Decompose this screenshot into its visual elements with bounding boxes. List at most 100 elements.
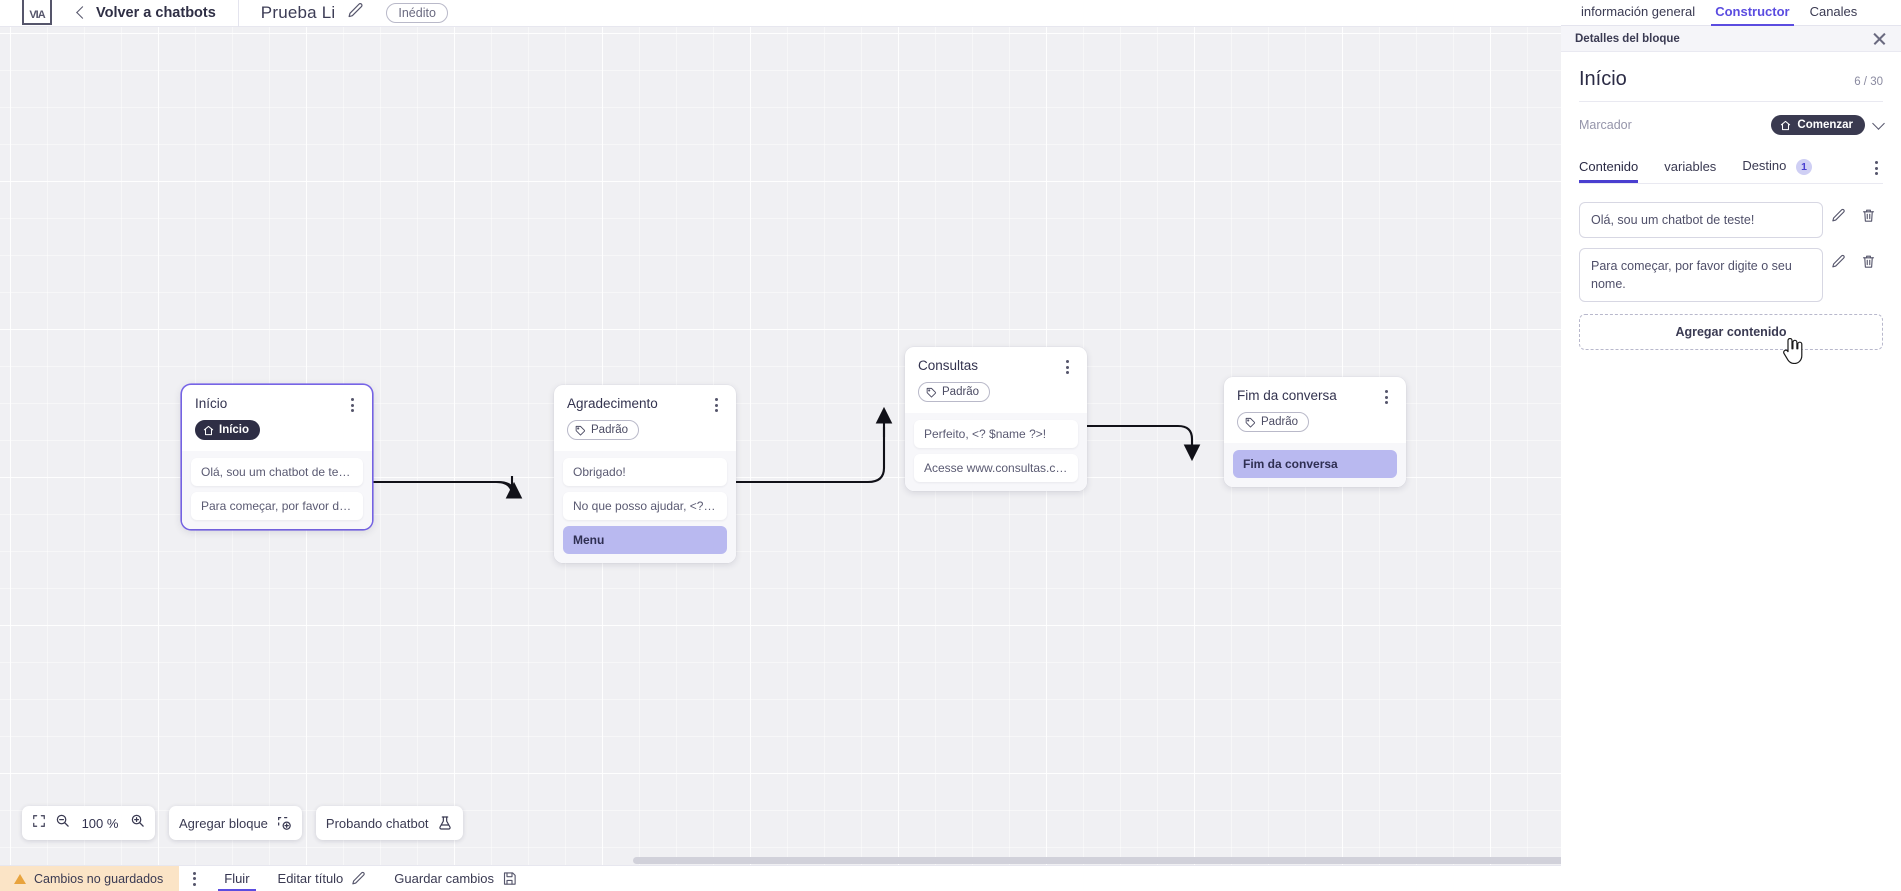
zoom-level-value: 100 % xyxy=(81,815,119,831)
content-tabs: Contenido variables Destino 1 xyxy=(1579,147,1883,184)
panel-body: Início 6 / 30 Marcador Comenzar Contenid… xyxy=(1561,52,1901,350)
bottom-menu-button[interactable] xyxy=(179,866,210,891)
zoom-controls: 100 % xyxy=(22,806,155,840)
save-disk-icon xyxy=(503,872,516,885)
test-chatbot-button[interactable]: Probando chatbot xyxy=(315,806,463,840)
marcador-control: Comenzar xyxy=(1771,115,1885,135)
node-tag-row: Início xyxy=(182,412,372,451)
marcador-comenzar-chip[interactable]: Comenzar xyxy=(1771,115,1865,135)
panel-header-title: Detalles del bloque xyxy=(1575,32,1680,45)
panel-tabs: información general Constructor Canales xyxy=(1561,0,1901,26)
tag-icon xyxy=(575,425,586,436)
node-tag-row: Padrão xyxy=(905,374,1087,413)
pencil-icon[interactable] xyxy=(1823,202,1853,223)
save-changes-button[interactable]: Guardar cambios xyxy=(380,866,531,891)
node-title: Agradecimento xyxy=(567,396,658,411)
test-chatbot-inner[interactable]: Probando chatbot xyxy=(326,815,453,831)
chevron-left-icon[interactable] xyxy=(74,6,88,20)
flow-node-consultas[interactable]: Consultas Padrão Perfeito, <? $name ?>! … xyxy=(905,347,1087,491)
tab-contenido[interactable]: Contenido xyxy=(1579,153,1639,183)
scrollbar-thumb[interactable] xyxy=(633,857,1561,864)
add-content-button[interactable]: Agregar contenido xyxy=(1579,313,1883,350)
node-message[interactable]: No que posso ajudar, <? $name ... xyxy=(563,491,727,520)
pencil-icon xyxy=(352,871,366,885)
chevron-down-icon[interactable] xyxy=(1872,116,1885,130)
flow-node-fim-da-conversa[interactable]: Fim da conversa Padrão Fim da conversa xyxy=(1224,377,1406,487)
tab-destino-badge: 1 xyxy=(1796,158,1813,175)
node-tag-badge: Padrão xyxy=(1237,412,1310,432)
node-message[interactable]: Para começar, por favor digite o ... xyxy=(191,491,363,520)
add-block-icon xyxy=(277,817,291,830)
content-tabs-more-button[interactable] xyxy=(1869,159,1883,176)
node-message-accent[interactable]: Fim da conversa xyxy=(1233,449,1397,478)
flow-canvas[interactable]: Início Início Olá, sou um chatbot de tes… xyxy=(0,27,1561,865)
node-menu-icon[interactable] xyxy=(345,396,359,412)
node-tag-badge: Padrão xyxy=(567,420,640,440)
flask-icon xyxy=(438,816,451,830)
tab-contenido-label: Contenido xyxy=(1579,158,1639,174)
node-title: Fim da conversa xyxy=(1237,388,1337,403)
top-bar: VIA Volver a chatbots Prueba Li Inédito xyxy=(0,0,1561,32)
tab-fluir[interactable]: Fluir xyxy=(210,866,263,891)
divider xyxy=(237,0,239,32)
flow-node-inicio[interactable]: Início Início Olá, sou um chatbot de tes… xyxy=(182,385,372,529)
home-icon xyxy=(1781,120,1791,130)
bottom-bar: Cambios no guardados Fluir Editar título… xyxy=(0,865,1561,891)
add-block-inner[interactable]: Agregar bloque xyxy=(179,815,292,831)
node-menu-icon[interactable] xyxy=(1060,358,1074,374)
tab-variables[interactable]: variables xyxy=(1664,153,1716,182)
bot-title: Prueba Li xyxy=(260,3,336,22)
tab-constructor[interactable]: Constructor xyxy=(1705,4,1799,26)
app-logo[interactable]: VIA xyxy=(22,0,52,25)
save-changes-label: Guardar cambios xyxy=(394,871,495,886)
node-message[interactable]: Acesse www.consultas.com par... xyxy=(914,453,1078,482)
pencil-icon[interactable] xyxy=(1823,248,1853,269)
node-message[interactable]: Olá, sou um chatbot de teste! xyxy=(191,457,363,486)
canvas-toolbar: 100 % Agregar bloque Probando chatbot xyxy=(22,806,463,840)
marcador-chip-label: Comenzar xyxy=(1797,119,1853,131)
kebab-menu-icon[interactable] xyxy=(1869,159,1883,176)
node-message[interactable]: Obrigado! xyxy=(563,457,727,486)
zoom-out-icon[interactable] xyxy=(55,813,70,833)
zoom-in-icon[interactable] xyxy=(130,813,145,833)
node-body: Perfeito, <? $name ?>! Acesse www.consul… xyxy=(905,412,1087,491)
flow-node-agradecimento[interactable]: Agradecimento Padrão Obrigado! No que po… xyxy=(554,385,736,563)
block-count: 6 / 30 xyxy=(1854,76,1883,88)
node-tag-row: Padrão xyxy=(1224,404,1406,443)
tab-destino-label: Destino xyxy=(1742,158,1787,173)
marcador-label: Marcador xyxy=(1579,118,1632,132)
fit-screen-icon[interactable] xyxy=(32,814,46,833)
add-block-button[interactable]: Agregar bloque xyxy=(169,806,302,840)
node-title: Consultas xyxy=(918,358,979,373)
node-header: Fim da conversa xyxy=(1224,377,1406,404)
tab-destino[interactable]: Destino 1 xyxy=(1742,152,1813,183)
canvas-horizontal-scrollbar[interactable] xyxy=(0,856,1561,865)
edit-title-button[interactable]: Editar título xyxy=(264,866,381,891)
node-tag-badge: Padrão xyxy=(918,382,991,402)
pencil-icon[interactable] xyxy=(347,2,364,24)
tab-canales[interactable]: Canales xyxy=(1809,4,1858,19)
status-badge: Inédito xyxy=(386,3,448,23)
unsaved-changes-label: Cambios no guardados xyxy=(34,871,164,886)
content-item-text[interactable]: Olá, sou um chatbot de teste! xyxy=(1579,201,1823,238)
node-message-accent[interactable]: Menu xyxy=(563,525,727,554)
content-item-text[interactable]: Para começar, por favor digite o seu nom… xyxy=(1579,247,1823,302)
marcador-row: Marcador Comenzar xyxy=(1579,102,1885,147)
close-icon[interactable] xyxy=(1872,31,1887,46)
add-content-label: Agregar contenido xyxy=(1675,324,1787,339)
node-tag-label: Padrão xyxy=(942,386,980,398)
node-tag-label: Padrão xyxy=(591,424,629,436)
tab-informacion-general[interactable]: información general xyxy=(1581,4,1696,19)
add-block-label: Agregar bloque xyxy=(179,815,268,831)
kebab-menu-icon[interactable] xyxy=(193,871,197,886)
edit-title-label: Editar título xyxy=(277,871,344,886)
tab-fluir-label: Fluir xyxy=(224,871,250,886)
node-tag-badge: Início xyxy=(195,420,261,440)
logo-text: VIA xyxy=(29,9,45,21)
back-to-chatbots-link[interactable]: Volver a chatbots xyxy=(96,5,216,21)
trash-icon[interactable] xyxy=(1853,248,1883,269)
trash-icon[interactable] xyxy=(1853,202,1883,223)
node-message[interactable]: Perfeito, <? $name ?>! xyxy=(914,419,1078,448)
node-menu-icon[interactable] xyxy=(709,396,723,412)
node-menu-icon[interactable] xyxy=(1379,388,1393,404)
